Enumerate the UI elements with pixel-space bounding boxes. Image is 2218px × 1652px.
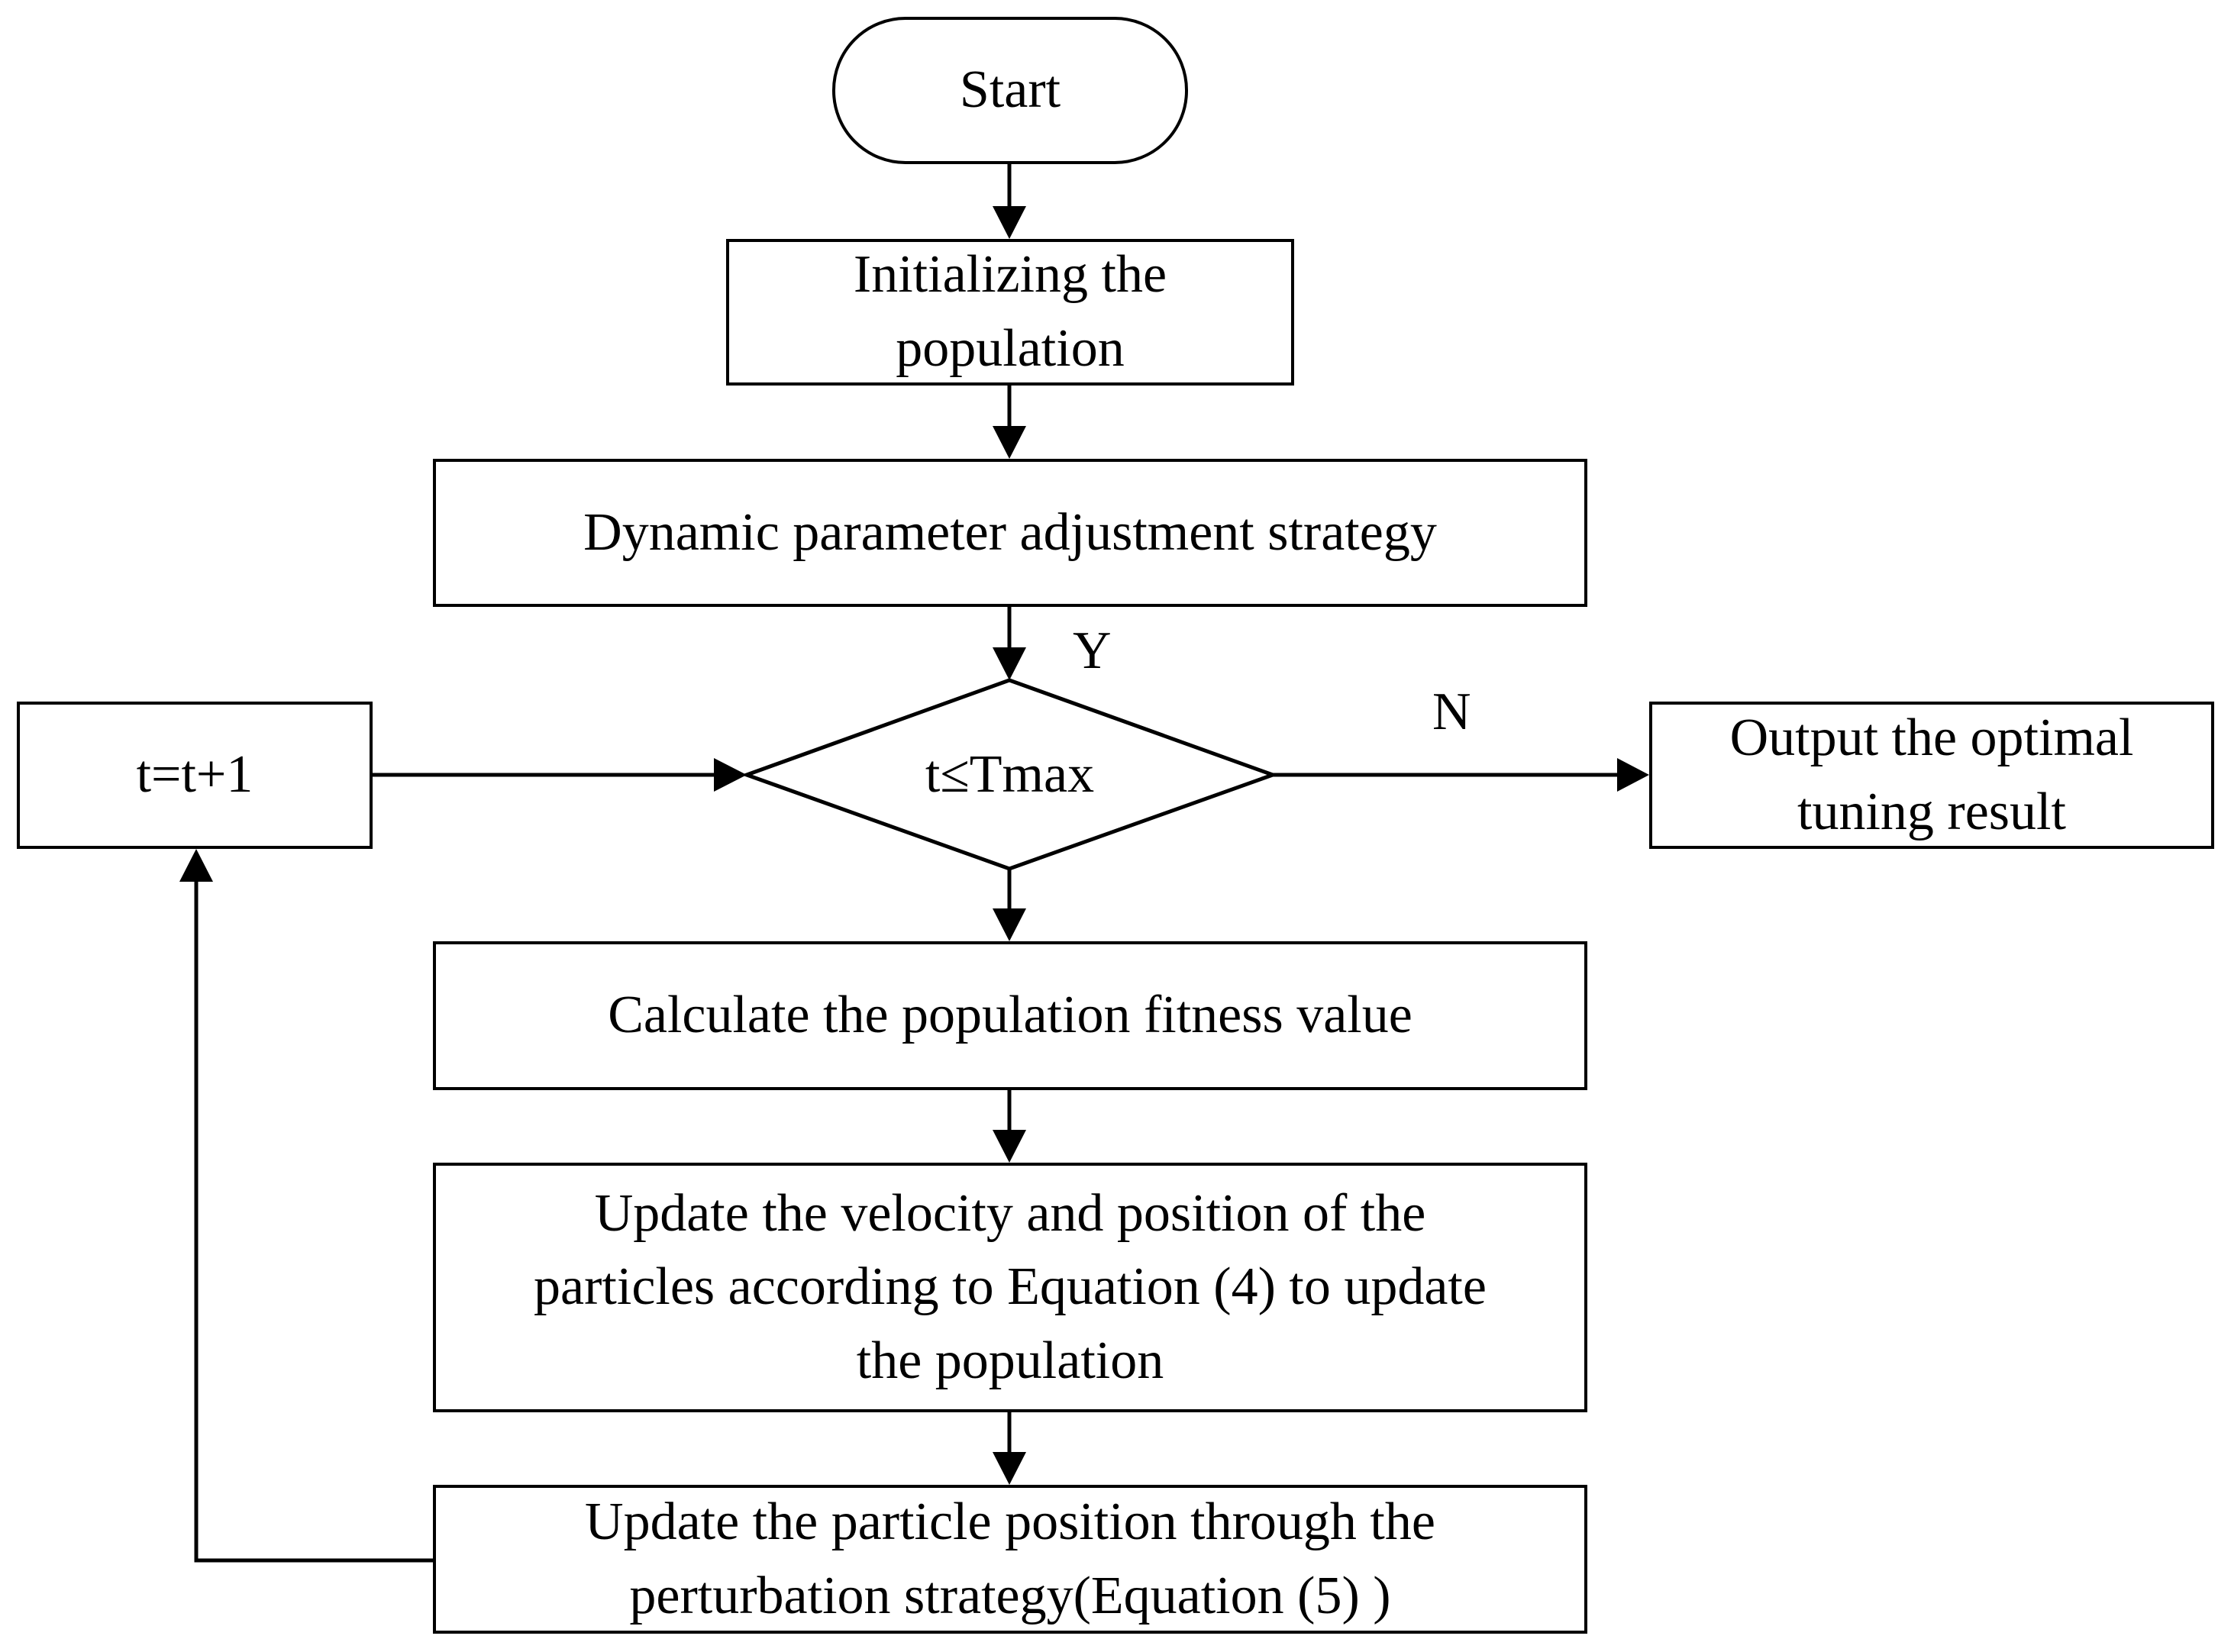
output-line-2: tuning result: [1797, 782, 2066, 841]
update-line-1: Update the velocity and position of the: [594, 1183, 1426, 1243]
no-label: N: [1432, 682, 1471, 741]
arrowhead-counter: [179, 849, 213, 882]
output-terminal: Output the optimal tuning result: [1649, 702, 2214, 849]
arrowhead-perturb: [993, 1452, 1026, 1485]
init-line-1: Initializing the: [853, 245, 1167, 305]
fitness-process: Calculate the population fitness value: [433, 941, 1587, 1090]
update-line-3: the population: [856, 1331, 1164, 1390]
arrowhead-dynamic: [993, 426, 1026, 459]
perturb-line-1: Update the particle position through the: [585, 1492, 1435, 1551]
dynamic-strategy-process: Dynamic parameter adjustment strategy: [433, 459, 1587, 607]
decision-text: t≤Tmax: [925, 745, 1095, 804]
init-process: Initializing the population: [726, 239, 1294, 386]
start-terminal: Start: [832, 17, 1188, 164]
arrowhead-into-decision: [714, 758, 747, 792]
counter-process: t=t+1: [17, 702, 373, 849]
perturbation-process: Update the particle position through the…: [433, 1485, 1587, 1634]
update-line-2: particles according to Equation (4) to u…: [534, 1257, 1487, 1317]
init-line-2: population: [896, 319, 1125, 378]
counter-label: t=t+1: [136, 745, 253, 805]
start-label: Start: [959, 60, 1061, 120]
arrowhead-output: [1617, 758, 1649, 792]
arrowhead-fitness: [993, 908, 1026, 941]
yes-label: Y: [1073, 621, 1112, 680]
update-velocity-process: Update the velocity and position of the …: [433, 1163, 1587, 1412]
output-line-1: Output the optimal: [1729, 708, 2134, 767]
decision-label: t≤Tmax: [825, 733, 1195, 817]
dynamic-label: Dynamic parameter adjustment strategy: [583, 502, 1437, 562]
arrowhead-init: [993, 206, 1026, 239]
perturb-line-2: perturbation strategy(Equation (5) ): [629, 1566, 1391, 1625]
loop-perturb-to-counter: [194, 882, 434, 1563]
arrowhead-update: [993, 1130, 1026, 1163]
arrowhead-decision: [993, 647, 1026, 680]
fitness-label: Calculate the population fitness value: [608, 986, 1412, 1045]
decision-diamond: [741, 678, 1279, 871]
